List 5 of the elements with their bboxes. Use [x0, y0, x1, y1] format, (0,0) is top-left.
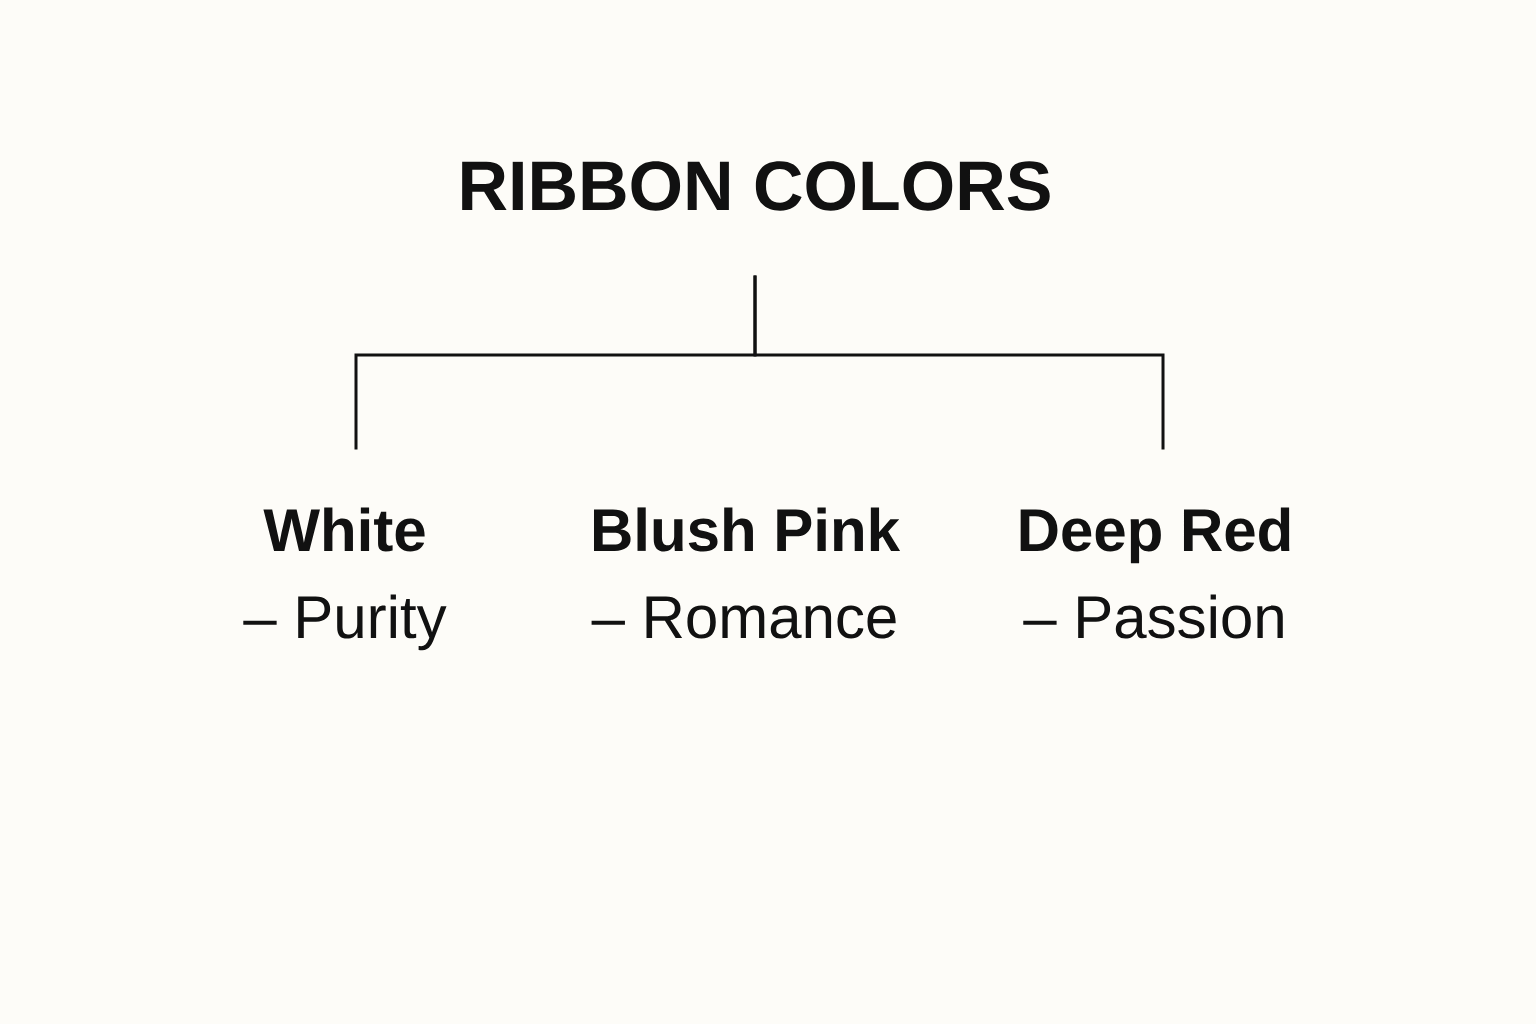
connector-line: [753, 275, 1165, 450]
branch-label: White – Purity: [243, 507, 447, 651]
branch-label: Blush Pink – Romance: [591, 507, 901, 639]
branch-label: Deep Red – Passion: [1020, 507, 1290, 639]
title: RIBBON COLORS: [462, 161, 1050, 211]
